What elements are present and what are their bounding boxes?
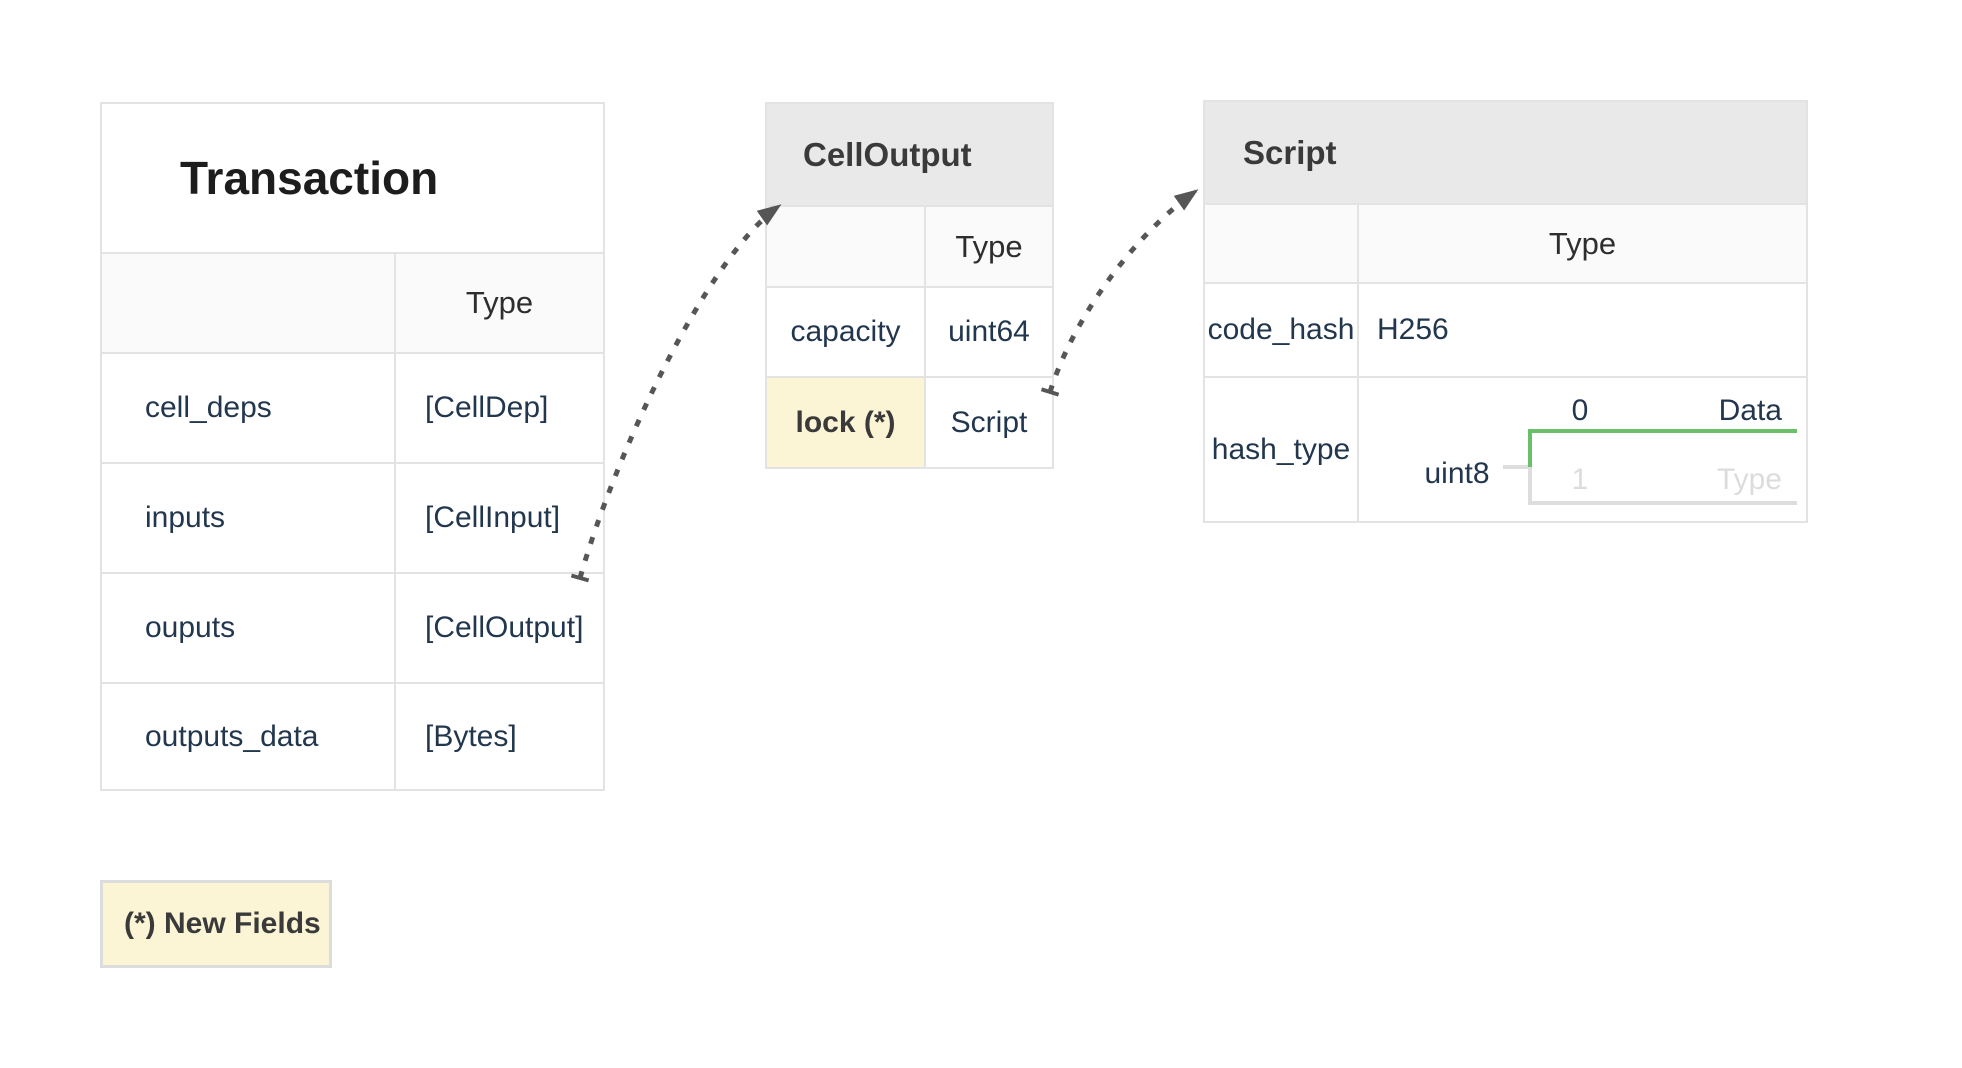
field-name-cell: inputs — [145, 501, 226, 534]
empty-header-cell — [767, 207, 924, 286]
field-name-cell: capacity — [790, 315, 901, 348]
type-column-header: Type — [924, 207, 1052, 286]
celloutput-table: CellOutput Type capacity uint64 lock (*)… — [765, 102, 1054, 469]
table-row: outputs_data [Bytes] — [102, 682, 603, 789]
table-row: capacity uint64 — [767, 286, 1052, 376]
empty-header-cell — [1205, 205, 1357, 282]
dashed-arrow-outputs-to-celloutput — [570, 203, 782, 583]
branch-line-green — [1528, 429, 1797, 467]
field-name-cell: cell_deps — [145, 391, 272, 424]
field-type-cell: [Bytes] — [394, 684, 603, 789]
branch-base-label: uint8 — [1424, 457, 1490, 490]
table-row: inputs [CellInput] — [102, 462, 603, 572]
dashed-arrow-lock-to-script — [1040, 188, 1199, 397]
field-type-cell: uint64 — [924, 288, 1052, 376]
branch-option-data-label: Data — [1718, 394, 1782, 427]
field-type-cell: [CellInput] — [394, 464, 603, 572]
field-type-cell: Script — [924, 378, 1052, 467]
branch-option-type-label: Type — [1716, 463, 1782, 496]
branch-option-type-value: 1 — [1571, 463, 1589, 496]
field-name-cell: hash_type — [1211, 432, 1351, 466]
table-row: lock (*) Script — [767, 376, 1052, 467]
branch-line-gray — [1528, 467, 1797, 505]
field-name-cell: ouputs — [145, 611, 236, 644]
lock-highlight-cell: lock (*) — [767, 378, 924, 467]
legend-new-fields: (*) New Fields — [100, 880, 332, 968]
branch-option-data-value: 0 — [1571, 394, 1589, 427]
table-row: hash_type uint8 0 Data 1 Type — [1205, 376, 1806, 521]
field-name-cell: code_hash — [1207, 313, 1355, 346]
field-type-cell: [CellOutput] — [394, 574, 603, 682]
table-row: cell_deps [CellDep] — [102, 352, 603, 462]
field-type-cell: [CellDep] — [394, 354, 603, 462]
legend-label: (*) New Fields — [124, 907, 321, 940]
empty-header-cell — [102, 254, 394, 352]
field-name-cell: outputs_data — [145, 719, 319, 753]
script-title: Script — [1205, 102, 1806, 203]
transaction-title: Transaction — [180, 152, 439, 204]
type-column-header: Type — [394, 254, 603, 352]
celloutput-title: CellOutput — [767, 104, 1052, 205]
table-row: ouputs [CellOutput] — [102, 572, 603, 682]
table-row: code_hash H256 — [1205, 282, 1806, 376]
hash-type-branch: uint8 0 Data 1 Type — [1357, 378, 1806, 521]
field-type-cell: H256 — [1357, 284, 1806, 376]
transaction-table: Transaction Type cell_deps [CellDep] inp… — [100, 102, 605, 791]
script-table: Script Type code_hash H256 hash_type uin… — [1203, 100, 1808, 523]
branch-stub-line — [1503, 465, 1530, 469]
type-column-header: Type — [1357, 205, 1806, 282]
